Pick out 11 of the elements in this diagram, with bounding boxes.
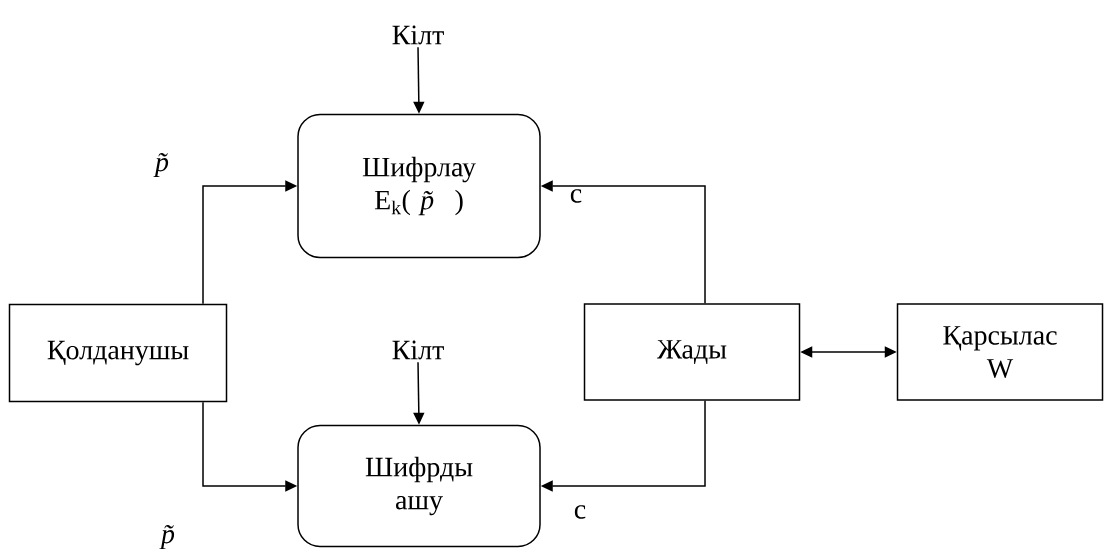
entity-box: Қолданушы xyxy=(8,303,228,403)
entity-box: Қарсылас W xyxy=(896,303,1104,401)
entity-box: Жады xyxy=(583,303,801,401)
edge-label: p̃ xyxy=(153,152,169,178)
edge-label: p̃ xyxy=(159,524,175,549)
process-box: Шифрды ашу xyxy=(297,424,541,548)
key-label: Кілт xyxy=(392,25,444,45)
key-label: Кілт xyxy=(392,340,444,360)
edge-label: c xyxy=(574,505,586,519)
process-box: Шифрлау E$_{k}$( p̃ ) xyxy=(297,113,541,259)
edge-label: c xyxy=(570,189,582,203)
